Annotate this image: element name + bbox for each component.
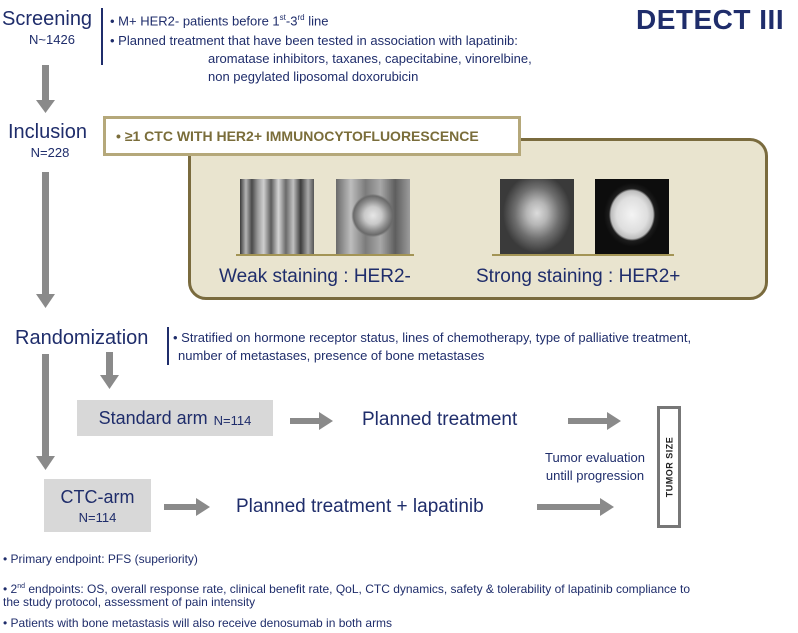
randomization-divider (167, 327, 169, 365)
standard-arm-label: Standard arm (98, 407, 208, 428)
arrow-randomization-to-standard-arm (100, 352, 119, 389)
ctc-arm-count: N=114 (78, 509, 117, 525)
inclusion-label: Inclusion (8, 121, 87, 143)
randomization-note-line-2: number of metastases, presence of bone m… (178, 348, 485, 363)
arrow-randomization-to-ctc-arm (36, 354, 55, 470)
weak-staining-image-2 (336, 179, 410, 255)
randomization-note-line-1: • Stratified on hormone receptor status,… (173, 330, 692, 345)
ctc-arm-treatment: Planned treatment + lapatinib (236, 496, 484, 517)
arrow-ctc-arm-to-treatment (164, 498, 210, 516)
secondary-endpoints-line-2: the study protocol, assessment of pain i… (3, 595, 256, 609)
inclusion-count: N=228 (30, 145, 70, 160)
ctc-arm-label: CTC-arm (60, 486, 135, 507)
secondary-endpoints: • 2nd endpoints: OS, overall response ra… (3, 582, 691, 596)
standard-arm-treatment: Planned treatment (362, 409, 518, 430)
randomization-label: Randomization (15, 327, 149, 349)
page-title: DETECT III (636, 4, 785, 35)
arrow-inclusion-to-randomization (36, 172, 55, 308)
arrow-standard-arm-to-treatment (290, 412, 333, 430)
strong-staining-underline (492, 254, 674, 256)
weak-staining-underline (236, 254, 414, 256)
strong-staining-label: Strong staining : HER2+ (476, 266, 681, 287)
staining-panel (188, 138, 768, 300)
arrow-ctc-treatment-to-evaluation (537, 498, 614, 516)
tumor-evaluation-line-2: untill progression (545, 468, 645, 483)
ctc-arm-box: CTC-arm N=114 (44, 479, 151, 532)
standard-arm-count: N=114 (213, 412, 252, 428)
screening-divider (101, 8, 103, 65)
inclusion-criterion-callout: • ≥1 CTC WITH HER2+ IMMUNOCYTOFLUORESCEN… (103, 116, 521, 156)
primary-endpoint: • Primary endpoint: PFS (superiority) (3, 552, 198, 566)
strong-staining-image-2 (595, 179, 669, 255)
weak-staining-image-1 (240, 179, 314, 255)
screening-bullet-2-line-3: non pegylated liposomal doxorubicin (208, 69, 419, 84)
screening-bullet-2-line-2: aromatase inhibitors, taxanes, capecitab… (208, 51, 532, 66)
screening-count: N~1426 (29, 32, 75, 47)
tumor-evaluation-line-1: Tumor evaluation (545, 450, 645, 465)
standard-arm-box: Standard arm N=114 (77, 400, 273, 436)
arrow-standard-treatment-to-evaluation (568, 412, 621, 430)
screening-label: Screening (2, 8, 93, 30)
bone-metastasis-note: • Patients with bone metastasis will als… (3, 616, 393, 630)
weak-staining-label: Weak staining : HER2- (219, 266, 411, 287)
arrow-screening-to-inclusion (36, 65, 55, 113)
screening-bullet-2: • Planned treatment that have been teste… (110, 33, 518, 48)
tumor-size-box: TUMOR SIZE (657, 406, 681, 528)
strong-staining-image-1 (500, 179, 574, 255)
screening-bullet-1: • M+ HER2- patients before 1st-3rd line (110, 13, 329, 29)
